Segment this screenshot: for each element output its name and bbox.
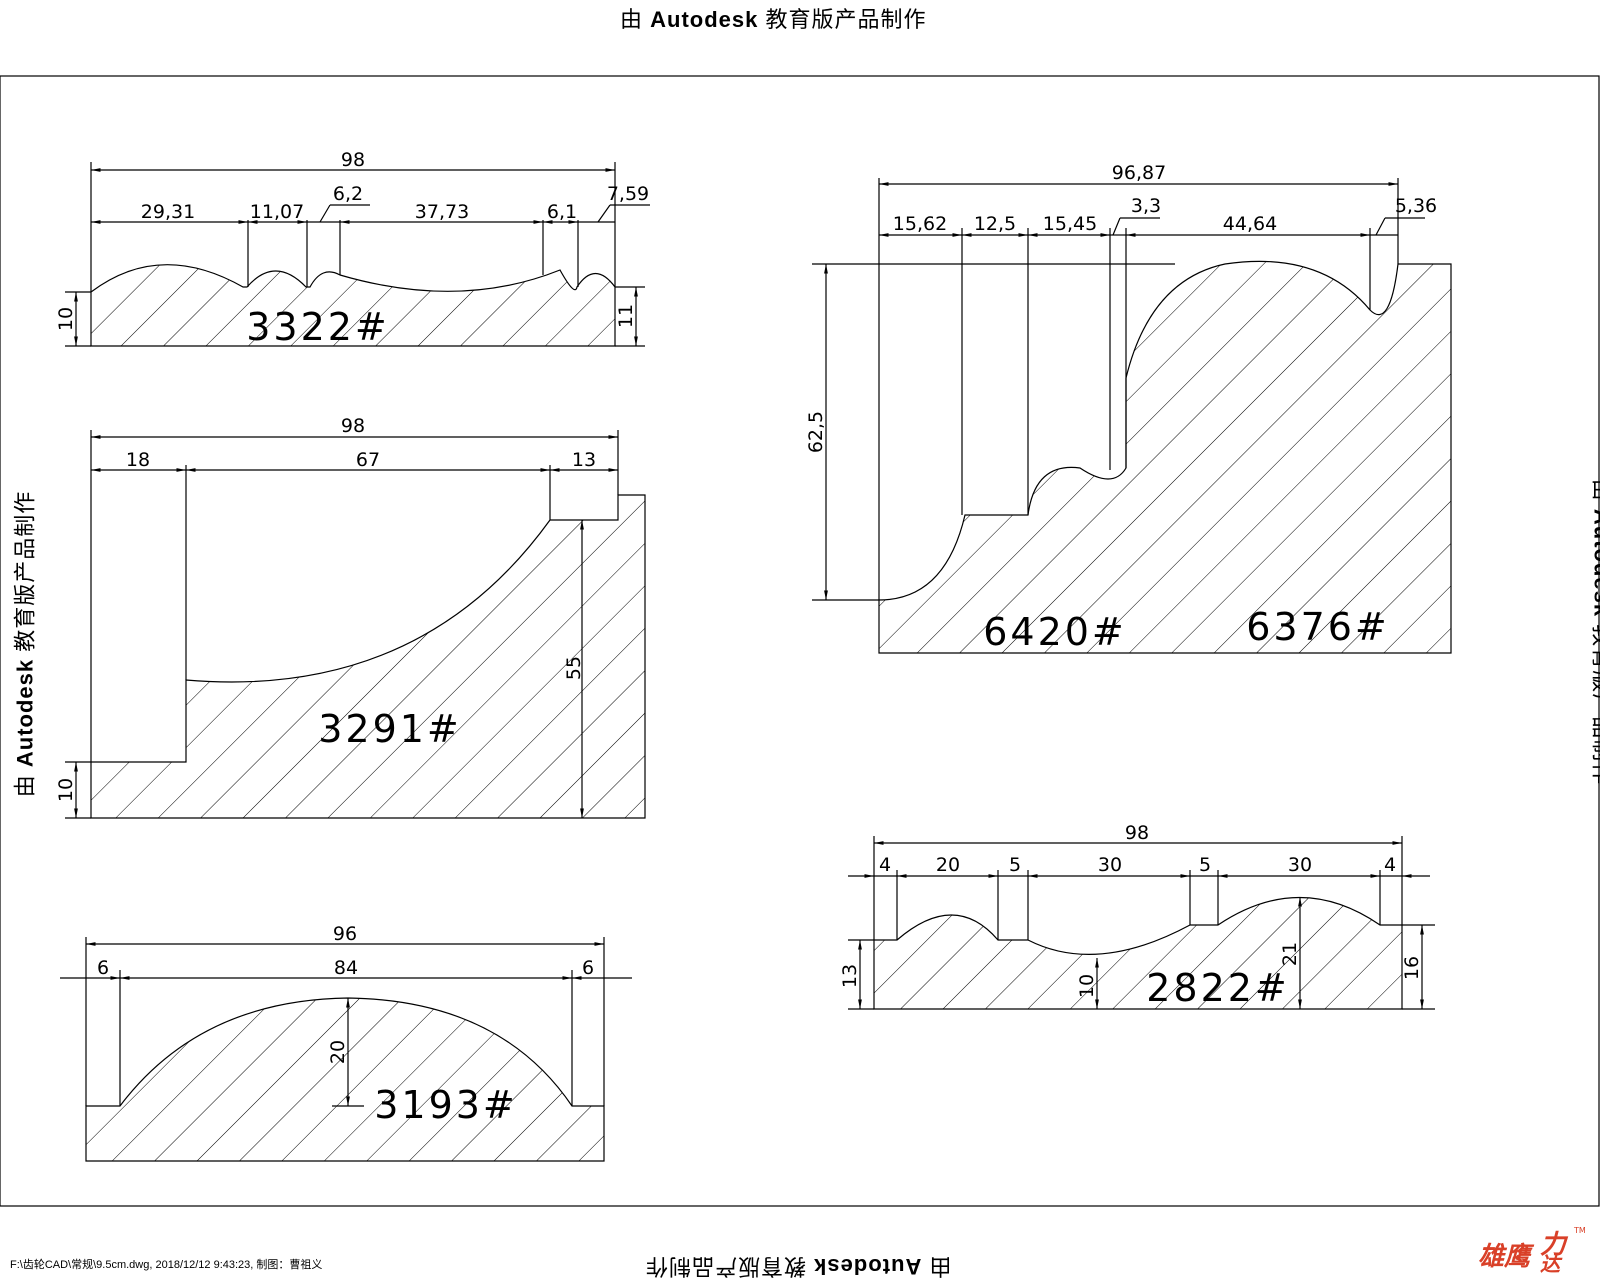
leader — [597, 204, 611, 223]
dim-text: 5 — [1009, 854, 1021, 876]
profile-3291-shape — [90, 494, 646, 819]
dim-text: 18 — [126, 449, 150, 471]
dim-text: 20 — [936, 854, 960, 876]
dim-text: 10 — [1076, 974, 1098, 998]
logo-text-main: 雄鹰 — [1478, 1242, 1531, 1272]
dim-text: 15,45 — [1043, 213, 1097, 235]
profile-label: 2822# — [1146, 966, 1290, 1010]
dim-text: 20 — [327, 1040, 349, 1064]
profile-label: 3322# — [246, 305, 390, 349]
leader — [1375, 217, 1386, 236]
dim-text: 12,5 — [974, 213, 1016, 235]
dim-text: 5 — [1199, 854, 1211, 876]
dim-text: 11 — [615, 304, 637, 328]
logo-text-da: 达 — [1540, 1252, 1560, 1276]
dim-text: 6 — [582, 957, 594, 979]
profile-3193-shape — [85, 997, 605, 1162]
dim-text: 98 — [341, 415, 365, 437]
dim-text: 30 — [1288, 854, 1312, 876]
profile-label: 3291# — [318, 707, 462, 751]
dim-text: 6,2 — [333, 183, 363, 205]
profile-3291 — [65, 430, 646, 819]
dim-text: 96,87 — [1112, 162, 1166, 184]
watermark-prefix: 由 — [620, 7, 651, 32]
watermark-suffix: 教育版产品制作 — [758, 7, 927, 32]
dim-text: 98 — [1125, 822, 1149, 844]
dim-text: 30 — [1098, 854, 1122, 876]
dim-text: 10 — [55, 307, 77, 331]
dim-text: 5,36 — [1395, 195, 1437, 217]
dim-text: 6,1 — [547, 201, 577, 223]
profile-3322 — [65, 162, 650, 347]
dim-text: 44,64 — [1223, 213, 1277, 235]
file-info: F:\齿轮CAD\常规\9.5cm.dwg, 2018/12/12 9:43:2… — [10, 1259, 323, 1271]
profile-label: 6420# — [983, 610, 1127, 654]
profile-3193 — [60, 937, 632, 1162]
dim-text: 13 — [839, 964, 861, 988]
dim-text: 37,73 — [415, 201, 469, 223]
watermark-top: 由 Autodesk 教育版产品制作 — [620, 2, 927, 34]
dim-text: 84 — [334, 957, 358, 979]
profile-label: 3193# — [374, 1083, 518, 1127]
dim-text: 55 — [563, 656, 585, 680]
brand-logo: 雄鹰 力 达 TM — [1478, 1226, 1588, 1276]
dim-text: 21 — [1279, 942, 1301, 966]
drawing-frame — [0, 75, 1600, 1207]
dim-text: 7,59 — [607, 183, 649, 205]
logo-text-li: 力 — [1540, 1230, 1567, 1260]
profile-6420-shape — [878, 260, 1452, 654]
dim-text: 11,07 — [250, 201, 304, 223]
dim-text: 10 — [55, 778, 77, 802]
watermark-brand: Autodesk — [650, 7, 759, 32]
profile-2822-shape — [873, 896, 1403, 1010]
dim-text: 16 — [1401, 956, 1423, 980]
dim-text: 29,31 — [141, 201, 195, 223]
leader — [319, 204, 331, 223]
dim-text: 98 — [341, 149, 365, 171]
dim-text: 67 — [356, 449, 380, 471]
dim-text: 62,5 — [805, 411, 827, 453]
logo-tm: TM — [1574, 1226, 1586, 1235]
dim-text: 4 — [879, 854, 891, 876]
dim-text: 3,3 — [1131, 195, 1161, 217]
profile-2822 — [848, 836, 1435, 1010]
dim-text: 96 — [333, 923, 357, 945]
profile-6420 — [812, 178, 1452, 654]
dim-text: 4 — [1384, 854, 1396, 876]
dim-text: 6 — [97, 957, 109, 979]
dim-text: 13 — [572, 449, 596, 471]
profile-label: 6376# — [1246, 605, 1390, 649]
dim-text: 15,62 — [893, 213, 947, 235]
leader — [1112, 217, 1121, 236]
